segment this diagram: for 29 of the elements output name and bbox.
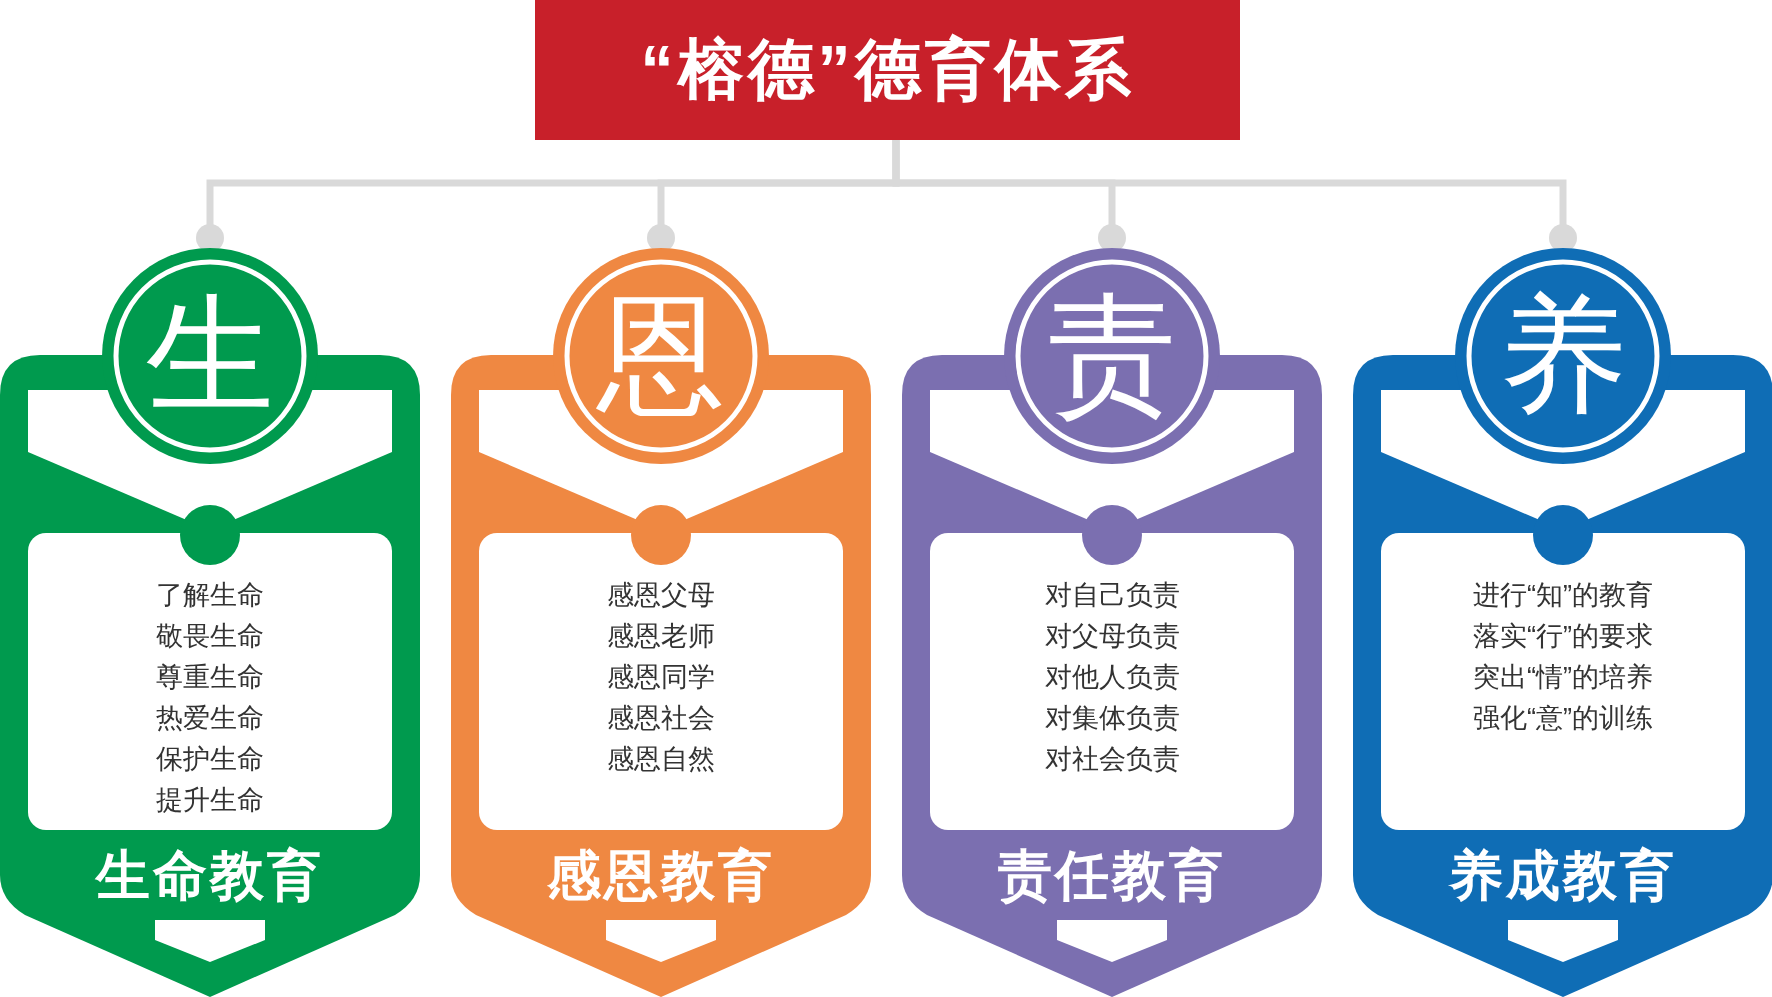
list-item: 了解生命 bbox=[155, 579, 265, 612]
category-title: 感恩教育 bbox=[546, 844, 776, 907]
list-item: 感恩自然 bbox=[606, 743, 716, 776]
category-title: 养成教育 bbox=[1447, 844, 1678, 907]
list-item: 提升生命 bbox=[155, 784, 265, 817]
list-box bbox=[1381, 533, 1745, 830]
title-banner: “榕德”德育体系 bbox=[535, 0, 1240, 140]
list-item: 感恩同学 bbox=[606, 661, 716, 694]
list-item: 感恩老师 bbox=[606, 620, 716, 653]
list-item: 尊重生命 bbox=[155, 661, 265, 694]
list-item: 对社会负责 bbox=[1043, 743, 1181, 776]
list-item: 对他人负责 bbox=[1043, 661, 1181, 694]
list-item: 突出“情”的培养 bbox=[1472, 661, 1654, 694]
list-item: 对自己负责 bbox=[1043, 579, 1181, 612]
list-item: 对集体负责 bbox=[1043, 702, 1181, 735]
list-item: 落实“行”的要求 bbox=[1472, 620, 1654, 653]
list-box bbox=[930, 533, 1294, 830]
list-item: 敬畏生命 bbox=[155, 620, 265, 653]
list-item: 进行“知”的教育 bbox=[1472, 579, 1654, 612]
list-item: 强化“意”的训练 bbox=[1472, 702, 1654, 735]
category-title: 生命教育 bbox=[94, 844, 325, 907]
list-item: 热爱生命 bbox=[155, 702, 265, 735]
list-item: 感恩父母 bbox=[606, 579, 716, 612]
list-item: 感恩社会 bbox=[606, 702, 716, 735]
category-title: 责任教育 bbox=[997, 844, 1227, 907]
list-box bbox=[28, 533, 392, 830]
list-box bbox=[479, 533, 843, 830]
list-item: 保护生命 bbox=[155, 743, 265, 776]
list-item: 对父母负责 bbox=[1043, 620, 1181, 653]
